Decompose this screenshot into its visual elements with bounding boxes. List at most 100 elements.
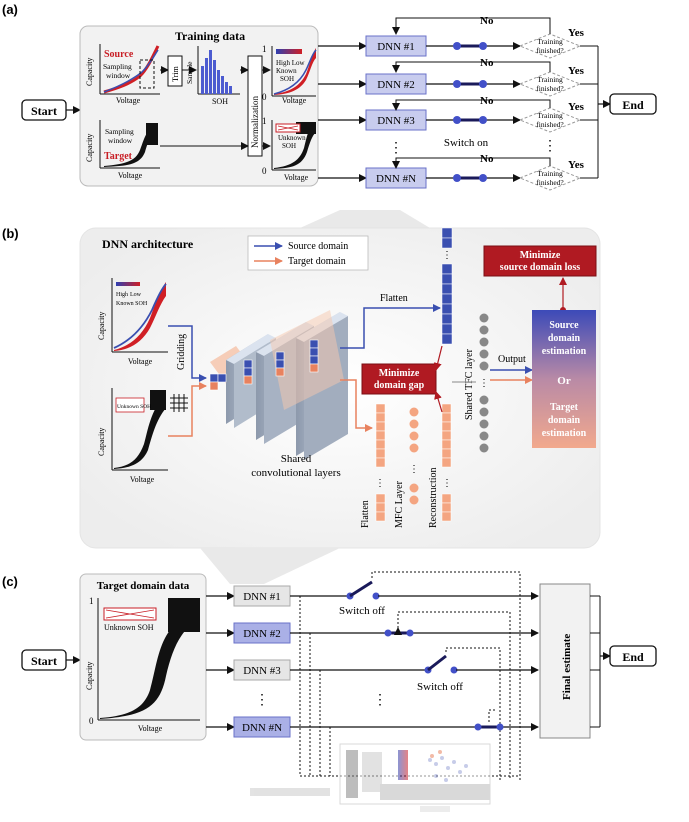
svg-text:1: 1 — [262, 44, 267, 54]
decision-diamond-3 — [518, 107, 582, 133]
target-text: Target — [104, 151, 133, 162]
svg-text:Unknown SOH: Unknown SOH — [117, 404, 151, 410]
svg-text:Start: Start — [31, 654, 57, 668]
high-low-known-label: High Low — [276, 59, 306, 67]
svg-text:Voltage: Voltage — [128, 357, 153, 366]
svg-text:⋮: ⋮ — [442, 250, 452, 261]
capacity-label-a2: Capacity — [85, 134, 94, 162]
svg-text:Voltage: Voltage — [130, 475, 155, 484]
capacity-label-a1: Capacity — [85, 58, 94, 86]
svg-text:Capacity: Capacity — [85, 662, 94, 690]
svg-text:0: 0 — [262, 166, 267, 176]
svg-text:source domain loss: source domain loss — [500, 262, 580, 273]
svg-text:Source domain: Source domain — [288, 241, 348, 252]
svg-text:Target domain data: Target domain data — [97, 580, 190, 592]
shared-conv-label-2: convolutional layers — [251, 467, 341, 479]
selection-module-blurred — [250, 743, 491, 812]
switch-node[interactable] — [453, 42, 461, 50]
panel-c-label: (c) — [2, 574, 18, 589]
svg-text:⋮: ⋮ — [543, 139, 557, 154]
svg-text:window: window — [106, 71, 131, 80]
switch-node[interactable] — [450, 666, 458, 674]
svg-text:End: End — [622, 650, 644, 664]
output-label: Output — [498, 354, 526, 365]
shared-tfc-layer — [479, 313, 489, 453]
dnn-row-2: DNN #2 Training finished? No Yes — [365, 57, 598, 97]
svg-text:finished?: finished? — [536, 178, 564, 187]
svg-text:finished?: finished? — [536, 84, 564, 93]
unknown-soh-label-a: Unknown — [278, 134, 306, 142]
switch-off-label-1: Switch off — [339, 605, 385, 617]
switch-node[interactable] — [479, 116, 487, 124]
svg-text:domain: domain — [548, 415, 581, 426]
svg-text:domain gap: domain gap — [374, 380, 425, 391]
sample-label: Sample — [185, 61, 194, 84]
mfc-layer-label: MFC Layer — [394, 480, 405, 528]
panel-b-label: (b) — [2, 226, 19, 241]
svg-text:finished?: finished? — [536, 120, 564, 129]
svg-text:estimation: estimation — [542, 346, 587, 357]
svg-text:0: 0 — [262, 92, 267, 102]
svg-text:DNN #N: DNN #N — [242, 722, 282, 734]
svg-text:Known SOH: Known SOH — [116, 301, 148, 307]
switch-node[interactable] — [453, 80, 461, 88]
switch-node[interactable] — [479, 174, 487, 182]
svg-text:High: High — [116, 292, 128, 298]
svg-text:Target domain: Target domain — [288, 256, 346, 267]
dnn-row-1: DNN #1 Training finished? No Yes — [365, 15, 598, 59]
switch-node[interactable] — [453, 174, 461, 182]
svg-text:Voltage: Voltage — [282, 96, 307, 105]
svg-text:⋮: ⋮ — [479, 378, 489, 389]
panel-c: (c) Start Target domain data 1 0 Unknown… — [2, 548, 657, 812]
svg-text:Target: Target — [550, 402, 579, 413]
flatten-label-source: Flatten — [380, 293, 408, 304]
sampling-window-label: Sampling — [103, 62, 132, 71]
svg-text:Capacity: Capacity — [97, 428, 106, 456]
end-label: End — [622, 98, 644, 112]
svg-text:No: No — [480, 95, 494, 107]
flatten-label-target: Flatten — [360, 500, 371, 528]
switch-node[interactable] — [479, 42, 487, 50]
switch-off-lever-3 — [427, 654, 447, 672]
mfc-layer-nodes — [409, 407, 419, 505]
grid-icon — [170, 394, 188, 412]
svg-text:DNN #N: DNN #N — [376, 173, 416, 185]
svg-text:Known: Known — [276, 67, 297, 75]
svg-text:Training: Training — [537, 111, 563, 120]
svg-text:Low: Low — [130, 292, 142, 298]
switch-node[interactable] — [384, 629, 392, 637]
shared-conv-label-1: Shared — [281, 453, 312, 465]
svg-text:SOH: SOH — [282, 142, 296, 150]
shared-tfc-label: Shared TFC layer — [464, 348, 475, 420]
soh-histogram: Sample SOH — [185, 46, 240, 106]
end-box[interactable] — [609, 93, 657, 115]
switch-node[interactable] — [496, 723, 504, 731]
switch-node[interactable] — [474, 723, 482, 731]
dnn-architecture-title: DNN architecture — [102, 237, 194, 251]
shared-convolutional-layers — [209, 310, 348, 460]
soh-label: SOH — [212, 97, 228, 106]
svg-text:1: 1 — [262, 116, 267, 126]
svg-text:0: 0 — [89, 716, 94, 726]
training-data-title: Training data — [175, 29, 245, 43]
svg-text:window: window — [108, 136, 133, 145]
source-flatten-column — [441, 227, 453, 345]
svg-text:Training: Training — [537, 75, 563, 84]
switch-off-lever-1 — [349, 580, 373, 598]
switch-node[interactable] — [479, 80, 487, 88]
switch-node[interactable] — [453, 116, 461, 124]
svg-text:Minimize: Minimize — [379, 368, 420, 379]
dnn-row-n: DNN #N Training finished? No Yes — [365, 153, 598, 191]
svg-text:Sampling: Sampling — [105, 127, 134, 136]
panel-a: (a) Start Training data Source Sampling … — [2, 2, 657, 191]
decision-diamond-n — [518, 165, 582, 191]
normalized-unknown-plot: 1 0 Unknown SOH Voltage — [262, 116, 316, 182]
switch-node[interactable] — [406, 629, 414, 637]
minimize-source-loss-box — [483, 245, 597, 277]
switch-on-label: Switch on — [444, 137, 489, 149]
svg-text:Unknown SOH: Unknown SOH — [104, 623, 154, 632]
end-box-c[interactable] — [609, 645, 657, 667]
decision-diamond-1 — [518, 33, 582, 59]
switch-node[interactable] — [372, 592, 380, 600]
reconstruction-column — [441, 403, 452, 522]
